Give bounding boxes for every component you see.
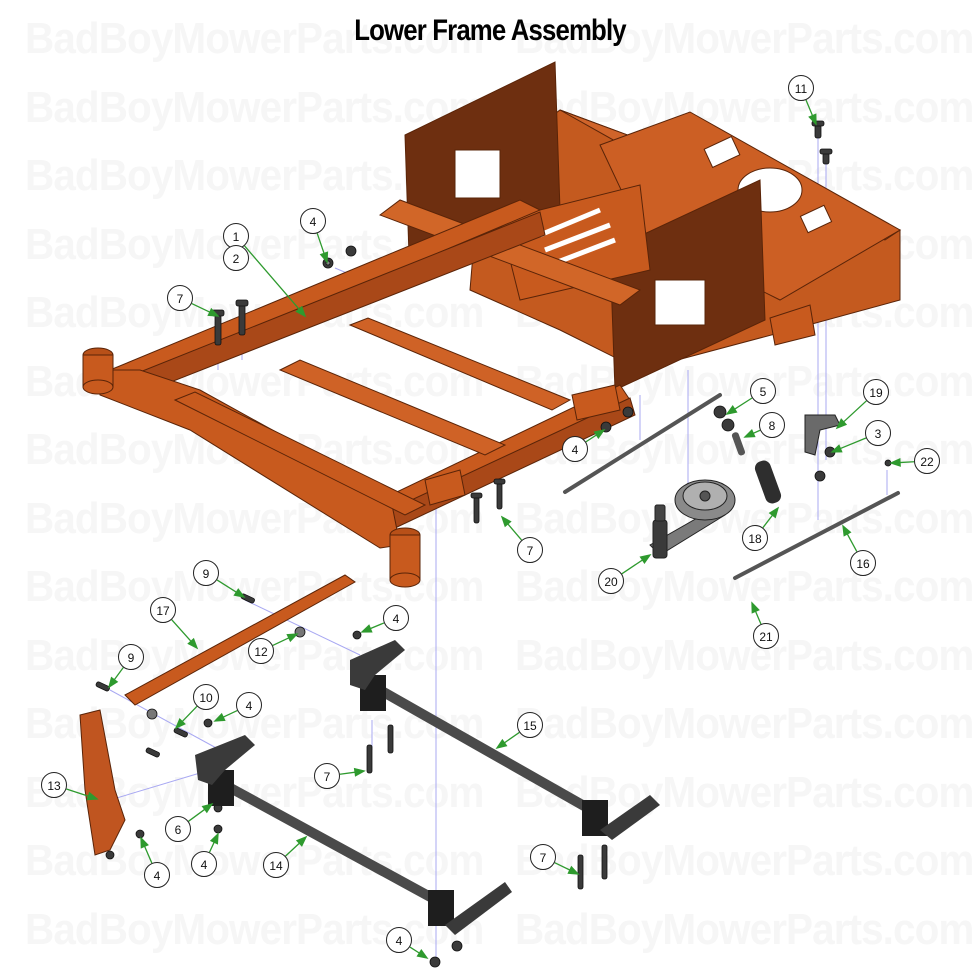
- callout-6[interactable]: 6: [165, 816, 191, 842]
- callout-13[interactable]: 13: [41, 772, 67, 798]
- callout-19[interactable]: 19: [863, 379, 889, 405]
- callout-3[interactable]: 3: [865, 420, 891, 446]
- leader-arrow-icon: [830, 444, 843, 453]
- leader-arrow-icon: [107, 676, 119, 689]
- leader-arrow-icon: [140, 836, 149, 849]
- leader-arrow-icon: [353, 767, 366, 777]
- leader-arrow-icon: [286, 633, 299, 643]
- callout-7[interactable]: 7: [167, 285, 193, 311]
- leader-arrow-icon: [174, 717, 186, 730]
- callout-4[interactable]: 4: [383, 605, 409, 631]
- leader-arrow-icon: [201, 802, 214, 814]
- callout-4[interactable]: 4: [386, 927, 412, 953]
- pedal-bracket: [79, 709, 126, 856]
- callout-17[interactable]: 17: [150, 597, 176, 623]
- leader-arrow-icon: [187, 637, 199, 650]
- callout-20[interactable]: 20: [598, 568, 624, 594]
- leader-arrow-icon: [567, 865, 580, 875]
- leader-arrow-icon: [495, 738, 508, 750]
- page-title: Lower Frame Assembly: [354, 14, 626, 47]
- lift-shafts: [195, 640, 660, 935]
- callout-4[interactable]: 4: [562, 436, 588, 462]
- leader-arrow-icon: [213, 712, 226, 722]
- callout-9[interactable]: 9: [118, 644, 144, 670]
- leader-lines: [66, 99, 915, 959]
- callout-11[interactable]: 11: [788, 75, 814, 101]
- callout-22[interactable]: 22: [914, 448, 940, 474]
- leader-arrow-icon: [360, 624, 373, 633]
- callout-4[interactable]: 4: [191, 851, 217, 877]
- callout-7[interactable]: 7: [530, 844, 556, 870]
- leader-arrow-icon: [86, 791, 99, 801]
- callout-12[interactable]: 12: [248, 638, 274, 664]
- leader-arrow-icon: [835, 418, 848, 430]
- leader-arrow-icon: [500, 515, 512, 528]
- leader-arrow-icon: [593, 429, 606, 440]
- fasteners: [95, 120, 892, 968]
- callout-1[interactable]: 1: [223, 223, 249, 249]
- leader-arrow-icon: [725, 405, 738, 415]
- leader-arrow-icon: [751, 601, 760, 614]
- callout-15[interactable]: 15: [517, 712, 543, 738]
- callout-2[interactable]: 2: [223, 245, 249, 271]
- bracket: [804, 414, 841, 456]
- leader-arrow-icon: [743, 429, 756, 438]
- callout-21[interactable]: 21: [753, 623, 779, 649]
- callout-7[interactable]: 7: [314, 763, 340, 789]
- callout-8[interactable]: 8: [759, 412, 785, 438]
- callout-7[interactable]: 7: [517, 537, 543, 563]
- leader-arrow-icon: [319, 251, 329, 264]
- idler-pulley-assembly: [649, 479, 736, 559]
- leader-arrow-icon: [639, 554, 652, 565]
- linkage-rods: [563, 393, 900, 580]
- leader-arrow-icon: [842, 524, 852, 537]
- callout-4[interactable]: 4: [236, 692, 262, 718]
- callout-4[interactable]: 4: [300, 208, 326, 234]
- leader-arrow-icon: [209, 832, 219, 845]
- leader-arrow-icon: [768, 506, 780, 519]
- callout-16[interactable]: 16: [850, 550, 876, 576]
- extension-spring: [731, 432, 782, 504]
- leader-arrow-icon: [233, 588, 246, 598]
- lower-frame-weldment: [82, 61, 902, 588]
- leader-arrow-icon: [295, 835, 308, 847]
- leader-arrow-icon: [295, 305, 307, 318]
- callout-10[interactable]: 10: [193, 684, 219, 710]
- leader-arrow-icon: [416, 949, 429, 959]
- callout-14[interactable]: 14: [263, 852, 289, 878]
- leader-arrow-icon: [808, 113, 817, 126]
- lift-bar: [124, 574, 356, 706]
- callout-5[interactable]: 5: [750, 378, 776, 404]
- callout-9[interactable]: 9: [193, 560, 219, 586]
- callout-18[interactable]: 18: [742, 525, 768, 551]
- callout-4[interactable]: 4: [144, 862, 170, 888]
- leader-arrow-icon: [207, 307, 220, 317]
- leader-arrow-icon: [889, 458, 901, 467]
